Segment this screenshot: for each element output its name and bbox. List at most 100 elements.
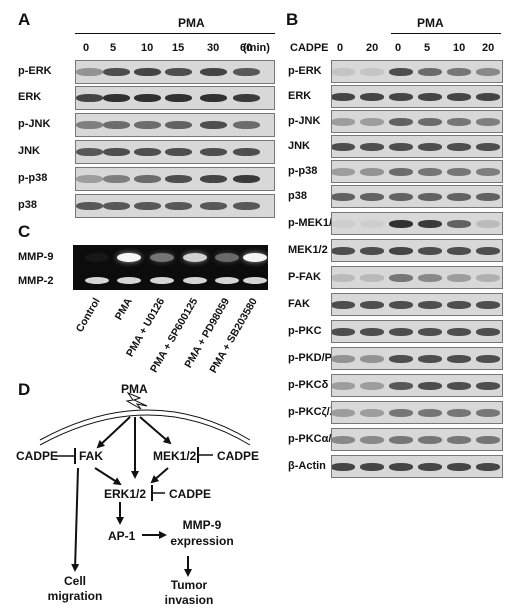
node-ap1: AP-1 (108, 529, 136, 543)
blot-band (332, 220, 355, 228)
gel-band-mmp2 (215, 277, 239, 284)
blot-band (389, 382, 413, 390)
arrow-pma-mek (139, 416, 172, 445)
western-blot-strip (331, 239, 503, 262)
arrow-pma-fak (96, 416, 131, 449)
panel-b-cadpe-value: 0 (395, 42, 402, 54)
cell-membrane-inner (39, 414, 251, 446)
panel-d-letter: D (18, 380, 31, 399)
blot-band (447, 68, 471, 76)
panel-a-row-label: p-JNK (18, 118, 51, 130)
blot-band (447, 274, 471, 282)
blot-band (332, 274, 355, 282)
blot-band (418, 301, 442, 309)
blot-band (447, 463, 471, 471)
panel-a-row-label: ERK (18, 91, 42, 103)
blot-band (476, 193, 500, 201)
blot-band (200, 175, 227, 183)
blot-band (476, 409, 500, 417)
panel-a-time-point: 30 (207, 42, 220, 54)
blot-band (476, 68, 500, 76)
blot-band (332, 168, 355, 176)
arrow-fak-migration (71, 467, 80, 572)
panel-a-row-label: p-p38 (18, 172, 48, 184)
gel-band-mmp9 (150, 253, 174, 262)
blot-band (360, 355, 384, 363)
western-blot-strip (331, 320, 503, 343)
panel-b-cadpe-label: CADPE (290, 42, 329, 54)
blot-band (418, 193, 442, 201)
blot-band (233, 68, 260, 76)
blot-band (389, 463, 413, 471)
blot-band (476, 247, 500, 255)
blot-band (418, 247, 442, 255)
node-erk: ERK1/2 (104, 487, 147, 501)
western-blot-strip (75, 113, 275, 137)
blot-band (200, 121, 227, 129)
blot-band (447, 168, 471, 176)
blot-band (76, 68, 103, 76)
blot-band (389, 409, 413, 417)
node-cell: Cell (63, 574, 86, 588)
blot-band (332, 93, 355, 101)
blot-band (76, 175, 103, 183)
western-blot-strip (331, 266, 503, 289)
panel-c-lane-label: PMA (112, 296, 135, 323)
gel-band-mmp2 (150, 277, 174, 284)
blot-band (332, 193, 355, 201)
blot-band (447, 436, 471, 444)
western-blot-strip (331, 160, 503, 183)
panel-b-row-label: p-p38 (288, 165, 318, 177)
arrow-fak-erk (94, 467, 122, 486)
zymography-gel (73, 245, 268, 290)
gel-band-mmp2 (85, 277, 109, 284)
blot-band (360, 328, 384, 336)
node-cadpe-left: CADPE (16, 449, 59, 463)
blot-band (447, 93, 471, 101)
blot-band (360, 409, 384, 417)
panel-c-lane-label: Control (73, 296, 103, 335)
blot-band (418, 168, 442, 176)
blot-band (447, 355, 471, 363)
blot-band (418, 436, 442, 444)
blot-band (418, 355, 442, 363)
blot-band (103, 68, 130, 76)
blot-band (332, 355, 355, 363)
node-pma: PMA (121, 382, 148, 396)
blot-band (103, 202, 130, 210)
panel-b-row-label: p-PKCζ/λ (288, 406, 336, 418)
pma-stimulus-bolt-icon (125, 391, 148, 410)
blot-band (447, 409, 471, 417)
blot-band (76, 148, 103, 156)
blot-band (418, 93, 442, 101)
blot-band (476, 143, 500, 151)
node-mmp9: MMP-9 (182, 518, 222, 532)
gel-band-mmp9 (243, 253, 267, 262)
blot-band (332, 436, 355, 444)
blot-band (447, 301, 471, 309)
blot-band (200, 202, 227, 210)
blot-band (332, 301, 355, 309)
gel-band-mmp9 (215, 253, 239, 262)
blot-band (76, 94, 103, 102)
blot-band (165, 202, 192, 210)
panel-a-row-label: p38 (18, 199, 37, 211)
panel-b-row-label: p-ERK (288, 65, 322, 77)
blot-band (332, 247, 355, 255)
gel-band-mmp2 (243, 277, 267, 284)
node-cadpe-erk: CADPE (169, 487, 212, 501)
blot-band (165, 94, 192, 102)
western-blot-strip (75, 86, 275, 110)
node-migration: migration (47, 589, 103, 603)
western-blot-strip (331, 401, 503, 424)
panel-b-letter: B (286, 10, 299, 29)
blot-band (134, 68, 161, 76)
blot-band (389, 118, 413, 126)
node-expression: expression (170, 534, 234, 548)
arrow-mek-erk (150, 467, 169, 484)
blot-band (389, 247, 413, 255)
blot-band (360, 436, 384, 444)
panel-b-cadpe-value: 20 (366, 42, 379, 54)
panel-a-time-point: 60 (240, 42, 253, 54)
blot-band (233, 202, 260, 210)
